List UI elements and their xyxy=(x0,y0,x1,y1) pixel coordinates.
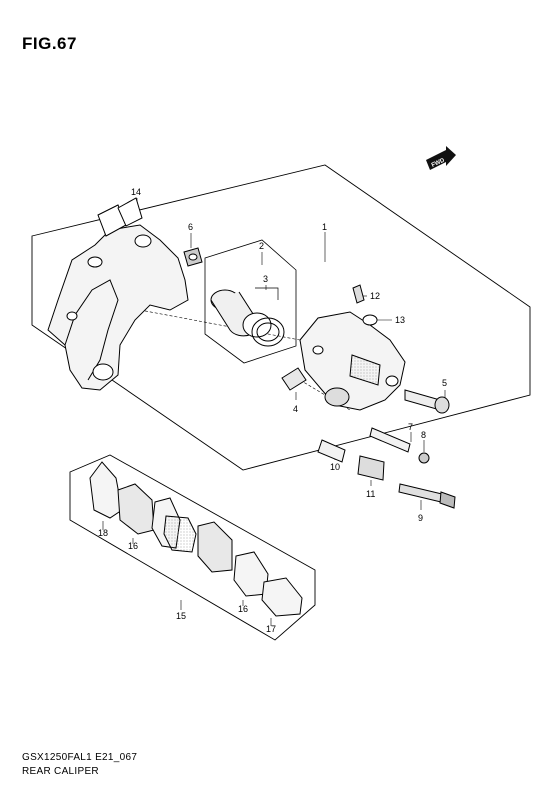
piston xyxy=(210,289,285,347)
callout-15: 15 xyxy=(176,611,186,621)
callout-4: 4 xyxy=(293,404,298,414)
pad-set-outline xyxy=(69,454,316,641)
mount-pin-bolt xyxy=(404,389,450,414)
bleeder-cap xyxy=(362,314,378,326)
brake-pad-16b xyxy=(197,521,233,573)
callout-18: 18 xyxy=(98,528,108,538)
callout-11: 11 xyxy=(366,489,375,499)
callout-5: 5 xyxy=(442,378,447,388)
callout-10: 10 xyxy=(330,462,340,472)
callout-13: 13 xyxy=(395,315,405,325)
brake-pad-16 xyxy=(117,483,155,535)
caliper-assembly-outline xyxy=(31,164,531,471)
callout-7: 7 xyxy=(408,422,413,432)
diagram-code: GSX1250FAL1 E21_067 xyxy=(22,752,138,763)
callout-2: 2 xyxy=(259,241,264,251)
diagram-name: REAR CALIPER xyxy=(22,766,99,777)
callout-9: 9 xyxy=(418,513,423,523)
sleeve xyxy=(317,439,346,463)
callout-12: 12 xyxy=(370,291,380,301)
piston-kit-outline xyxy=(204,239,297,364)
boot xyxy=(357,455,385,481)
mounting-bolt xyxy=(398,483,456,509)
fwd-arrow-icon: FWD xyxy=(426,146,456,170)
callout-17: 17 xyxy=(266,624,276,634)
plug xyxy=(418,452,430,464)
callout-14: 14 xyxy=(131,187,141,197)
bleeder-screw xyxy=(352,284,365,304)
callout-1: 1 xyxy=(322,222,327,232)
callout-16b: 16 xyxy=(238,604,248,614)
caliper-bracket xyxy=(47,197,189,391)
pad-shim-18 xyxy=(89,461,123,519)
brake-pad-center xyxy=(163,515,197,553)
fwd-label: FWD xyxy=(431,157,447,168)
pad-spring xyxy=(281,367,307,391)
slide-pin xyxy=(369,427,411,453)
callout-8: 8 xyxy=(421,430,426,440)
figure-title: FIG.67 xyxy=(22,34,77,53)
rubber-boot xyxy=(183,247,203,267)
callout-labels: 1 2 3 4 5 6 7 8 9 10 11 12 13 14 15 16 1… xyxy=(98,187,447,634)
callout-16a: 16 xyxy=(128,541,138,551)
pad-shim-17 xyxy=(261,577,303,617)
callout-3: 3 xyxy=(263,274,268,284)
callout-6: 6 xyxy=(188,222,193,232)
caliper-body xyxy=(299,311,406,411)
